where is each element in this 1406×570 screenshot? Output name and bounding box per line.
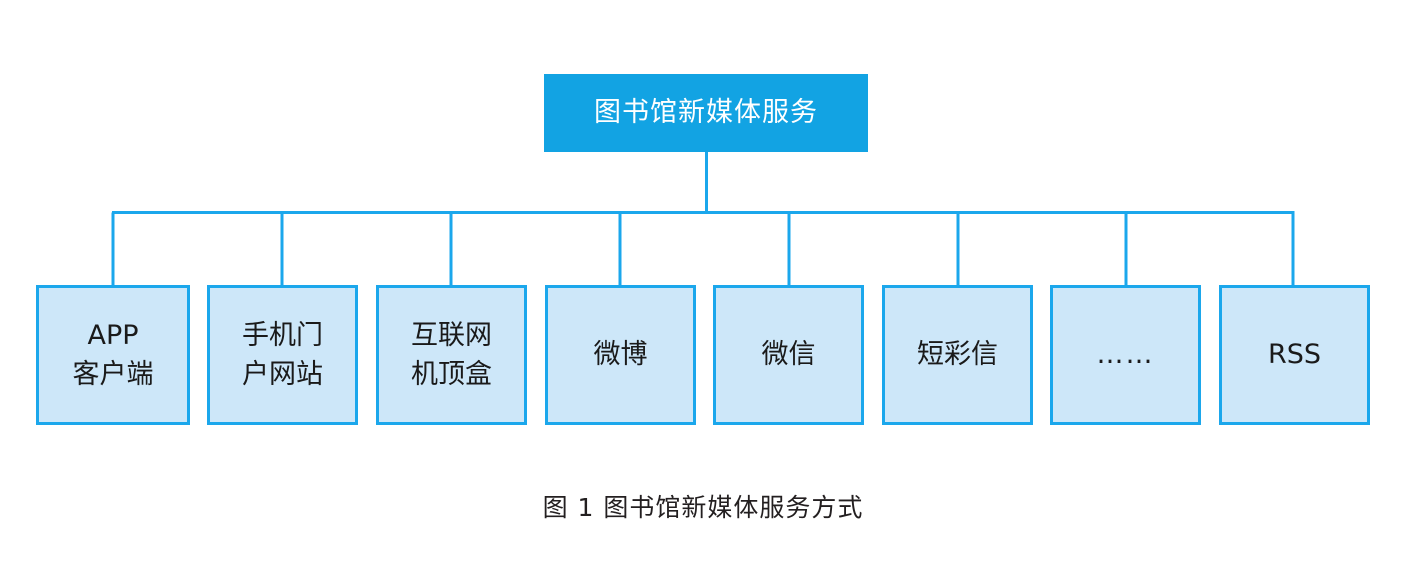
leaf-node-label-line1: …… — [1096, 339, 1155, 371]
leaf-node-ellipsis: …… — [1050, 285, 1201, 425]
leaf-node-app: APP 客户端 — [36, 285, 190, 425]
leaf-node-weibo: 微博 — [545, 285, 696, 425]
leaf-node-label-line2: 客户端 — [72, 359, 154, 390]
leaf-node-label-line1: 手机门 — [242, 319, 323, 351]
leaf-node-wechat: 微信 — [713, 285, 864, 425]
leaf-node-rss: RSS — [1219, 285, 1370, 425]
leaf-node-mobile-portal: 手机门 户网站 — [207, 285, 358, 425]
leaf-node-label-line2: 户网站 — [242, 359, 323, 390]
leaf-node-label-line1: 短彩信 — [917, 339, 998, 371]
leaf-node-label-line1: 互联网 — [411, 319, 492, 351]
root-node-label: 图书馆新媒体服务 — [594, 97, 818, 129]
leaf-node-label-line1: RSS — [1267, 339, 1322, 371]
leaf-node-internet-set-top-box: 互联网 机顶盒 — [376, 285, 527, 425]
figure-caption: 图 1 图书馆新媒体服务方式 — [542, 493, 864, 522]
leaf-node-label-line1: APP — [87, 319, 139, 351]
leaf-node-label-line1: 微博 — [593, 339, 648, 371]
leaf-node-sms-mms: 短彩信 — [882, 285, 1033, 425]
leaf-node-label-line1: 微信 — [761, 339, 816, 371]
root-node: 图书馆新媒体服务 — [544, 74, 868, 152]
leaf-node-label-line2: 机顶盒 — [411, 359, 492, 390]
